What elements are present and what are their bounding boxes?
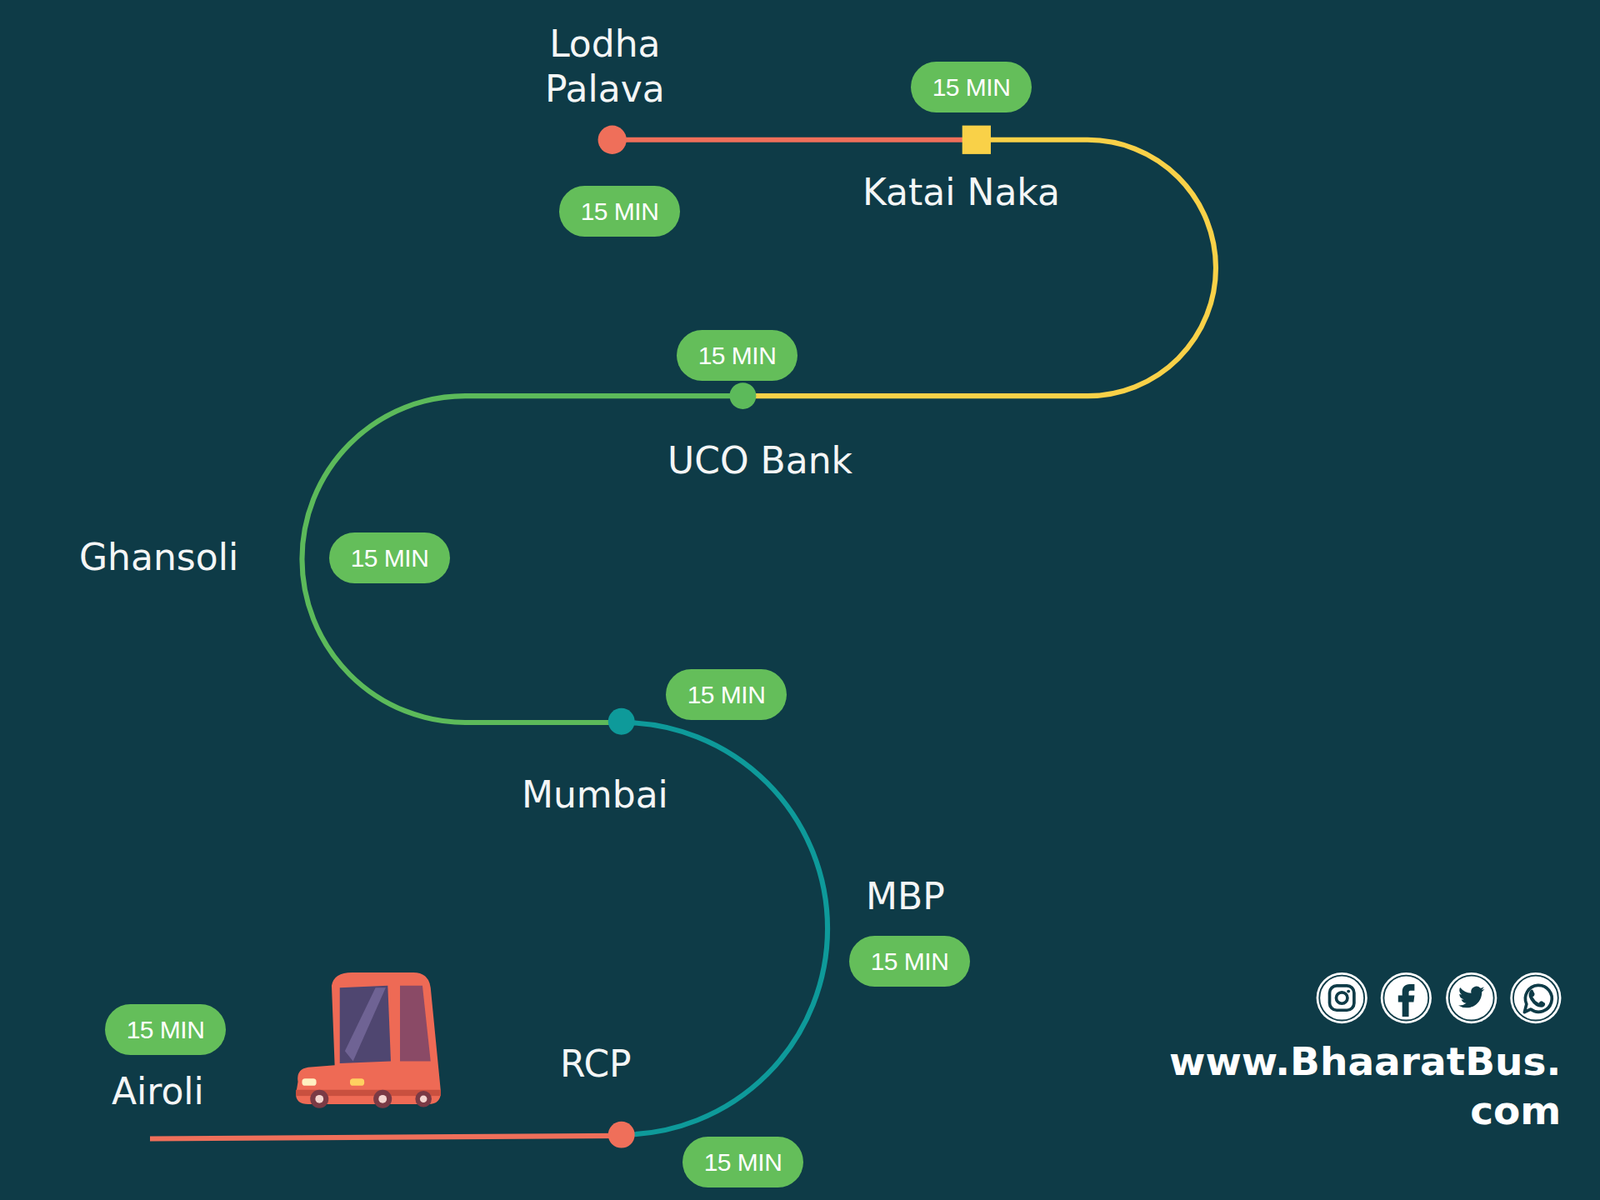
car-side-window — [400, 985, 431, 1062]
station-dot — [598, 125, 627, 155]
car-headlight — [350, 1078, 365, 1086]
time-pill: 15 MIN — [849, 935, 970, 987]
time-pill: 15 MIN — [910, 61, 1032, 113]
duration-text: 15 MIN — [687, 680, 766, 710]
track-red-top — [612, 137, 977, 143]
station-name: Ghansoli — [79, 535, 239, 580]
duration-text: 15 MIN — [126, 1015, 205, 1045]
station-dot — [608, 708, 635, 735]
station-name: Lodha Palava — [545, 21, 665, 112]
time-pill: 15 MIN — [682, 1136, 804, 1188]
station-name: UCO Bank — [667, 438, 853, 484]
station-name: Mumbai — [521, 772, 669, 818]
track-red-bottom — [150, 1135, 622, 1140]
social-icons — [1316, 972, 1562, 1024]
car-windshield — [340, 985, 391, 1064]
station-dot — [730, 382, 757, 410]
time-pill: 15 MIN — [676, 330, 798, 381]
car-headlight — [301, 1078, 316, 1086]
twitter-icon — [1458, 986, 1485, 1009]
station-square — [962, 125, 991, 155]
car-glare — [345, 987, 386, 1061]
instagram-dot — [1346, 990, 1350, 994]
facebook-glyph — [1398, 984, 1415, 1017]
duration-text: 15 MIN — [350, 544, 430, 573]
icon-ring — [1449, 975, 1495, 1021]
instagram-icon — [1330, 985, 1355, 1010]
car-hub — [420, 1095, 428, 1103]
route-group — [150, 125, 1561, 1149]
icon-circle — [1316, 972, 1368, 1024]
car-wheel — [415, 1090, 432, 1108]
whatsapp-handset — [1529, 989, 1546, 1007]
car-wheel — [310, 1090, 329, 1109]
duration-text: 15 MIN — [580, 197, 660, 226]
icon-circle — [1510, 972, 1561, 1024]
station-name: Airoli — [111, 1069, 205, 1115]
duration-text: 15 MIN — [698, 341, 777, 370]
icon-circle — [1380, 972, 1432, 1024]
car-hub — [315, 1095, 324, 1104]
car-body — [295, 972, 441, 1105]
car-hub — [378, 1095, 387, 1104]
station-name: RCP — [560, 1041, 632, 1087]
car-illustration — [295, 972, 441, 1109]
duration-text: 15 MIN — [704, 1148, 783, 1177]
duration-text: 15 MIN — [932, 73, 1011, 102]
duration-text: 15 MIN — [870, 947, 950, 976]
station-name: MBP — [865, 874, 945, 920]
icon-ring — [1319, 975, 1365, 1021]
icon-circle — [1445, 972, 1497, 1024]
icon-ring — [1383, 975, 1429, 1021]
time-pill: 15 MIN — [559, 185, 680, 237]
time-pill: 15 MIN — [105, 1004, 226, 1055]
time-pill: 15 MIN — [329, 532, 450, 584]
station-name: Katai Naka — [862, 170, 1060, 215]
website-watermark: www.BhaaratBus. com — [1169, 1036, 1561, 1135]
icon-ring — [1513, 975, 1559, 1021]
instagram-lens — [1335, 992, 1347, 1004]
whatsapp-bubble — [1524, 985, 1552, 1012]
twitter-glyph — [1458, 986, 1485, 1009]
station-dot — [608, 1121, 635, 1149]
car-wheel — [373, 1090, 392, 1109]
facebook-icon — [1398, 984, 1415, 1017]
track-yellow — [742, 140, 1216, 396]
time-pill: 15 MIN — [665, 669, 787, 720]
